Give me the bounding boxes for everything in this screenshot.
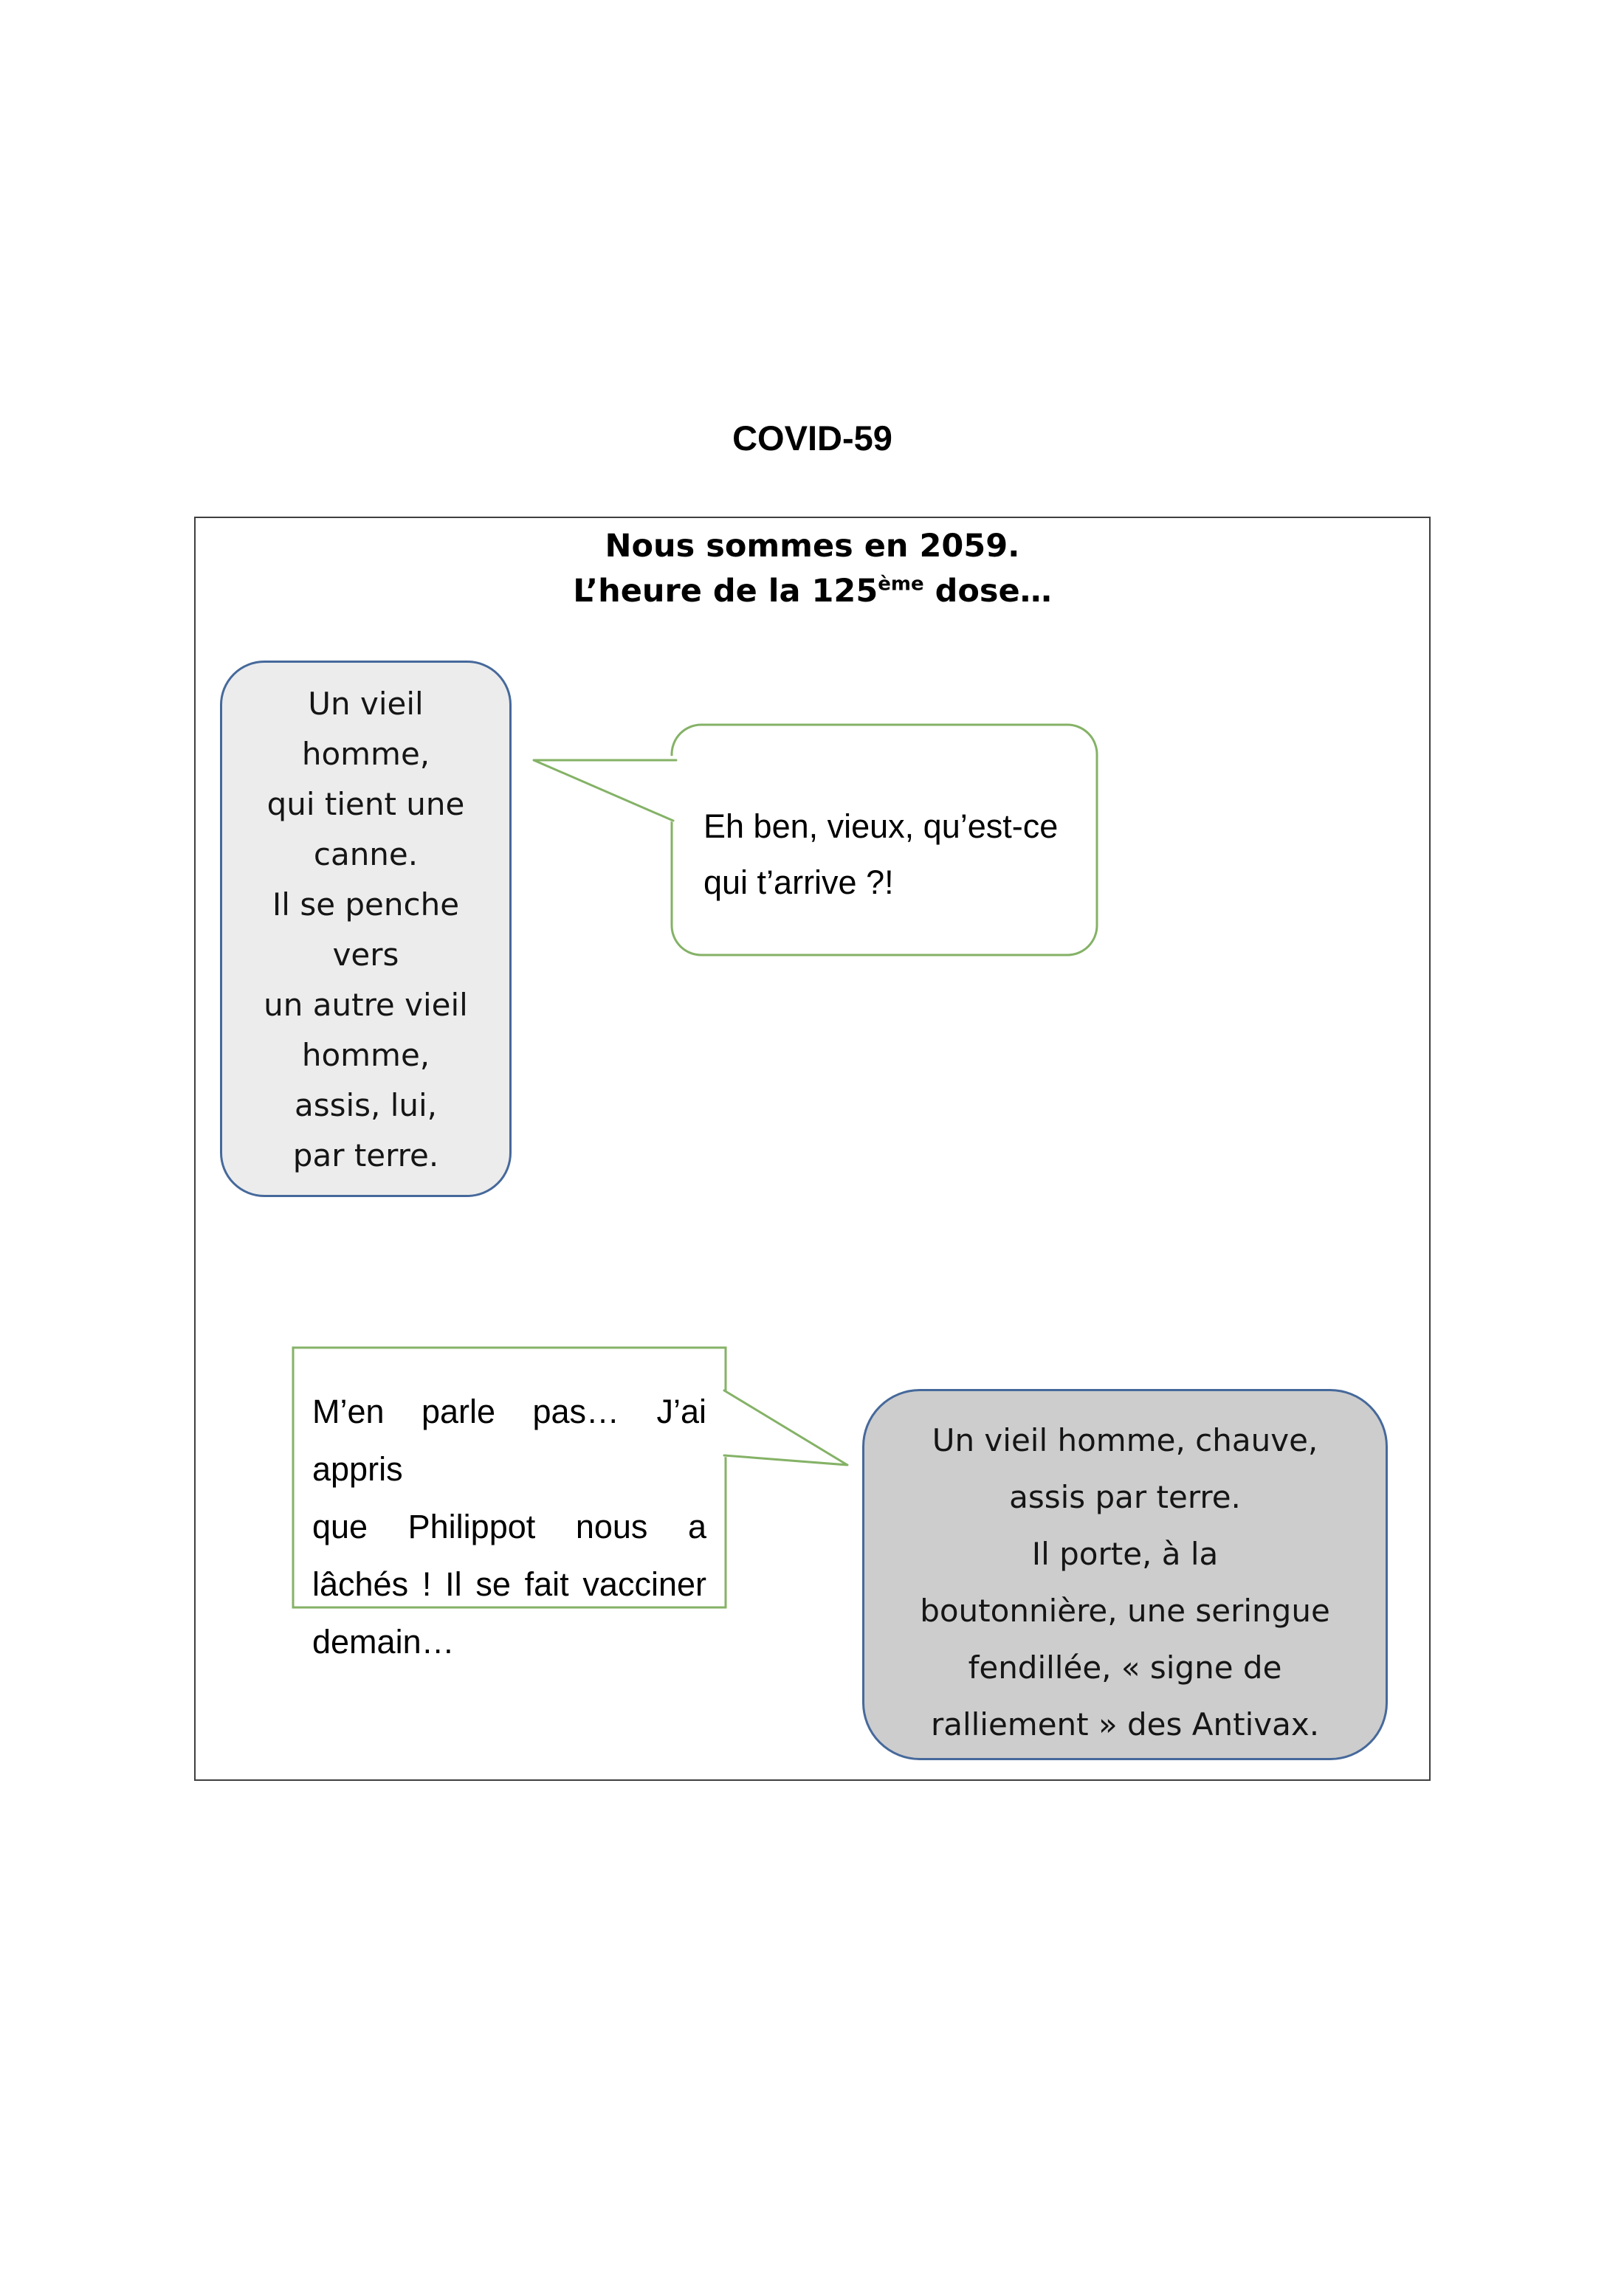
page-title: COVID-59: [732, 418, 892, 458]
narration-box-old-man-with-cane: Un vieil homme, qui tient une canne. Il …: [220, 661, 512, 1197]
narration-line: Un vieil: [308, 686, 424, 722]
speech-line: lâchés ! Il se fait vacciner: [312, 1565, 706, 1603]
ordinal-superscript: ème: [878, 573, 924, 596]
narration-line: qui tient une: [266, 786, 465, 822]
narration-line: un autre vieil: [264, 987, 468, 1023]
narration-line: ralliement » des Antivax.: [930, 1706, 1320, 1742]
speech-bubble-2-shape: [292, 1346, 849, 1609]
narration-line: canne.: [313, 836, 419, 872]
narration-line: Un vieil homme, chauve,: [932, 1422, 1318, 1458]
narration-line: homme,: [301, 1037, 430, 1073]
speech-line: Eh ben, vieux, qu’est-ce: [703, 807, 1059, 845]
narration-line: assis, lui,: [294, 1087, 438, 1123]
speech-line: que Philippot nous a: [312, 1508, 706, 1545]
narration-line: assis par terre.: [1009, 1479, 1241, 1515]
panel-header-line1: Nous sommes en 2059.: [605, 528, 1020, 565]
comic-panel: Nous sommes en 2059. L’heure de la 125èm…: [194, 517, 1431, 1781]
speech-bubble-1-shape: [532, 723, 1098, 956]
narration-line: homme,: [301, 736, 430, 772]
narration-line: Il se penche: [272, 886, 460, 923]
speech-bubble-2-text: M’en parle pas… J’ai appris que Philippo…: [312, 1383, 706, 1671]
narration-line: vers: [332, 937, 399, 973]
narration-box-bald-man-antivax: Un vieil homme, chauve, assis par terre.…: [862, 1389, 1388, 1760]
narration-line: Il porte, à la: [1031, 1536, 1219, 1572]
panel-header: Nous sommes en 2059. L’heure de la 125èm…: [196, 524, 1429, 614]
narration-line: par terre.: [292, 1137, 439, 1173]
narration-line: fendillée, « signe de: [968, 1649, 1282, 1686]
speech-bubble-1-text: Eh ben, vieux, qu’est-ce qui t’arrive ?!: [703, 799, 1102, 911]
speech-line: M’en parle pas… J’ai appris: [312, 1393, 706, 1488]
speech-line: qui t’arrive ?!: [703, 863, 894, 901]
panel-header-line2: L’heure de la 125ème dose…: [573, 573, 1052, 610]
narration-line: boutonnière, une seringue: [920, 1593, 1330, 1629]
speech-line: demain…: [312, 1623, 455, 1661]
